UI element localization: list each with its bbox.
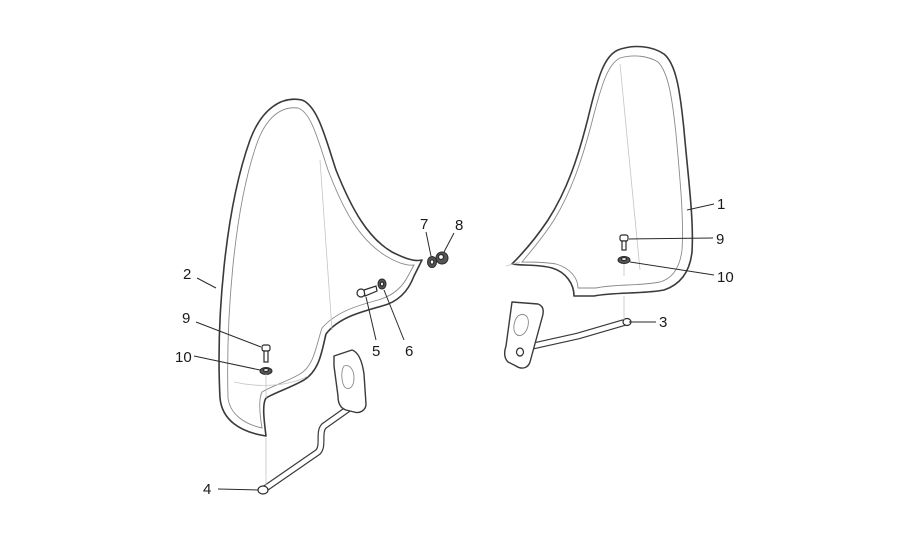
- bolt-part-5: [356, 285, 378, 298]
- callout-6: 6: [405, 343, 413, 360]
- callout-4: 4: [203, 481, 211, 498]
- right-windshield-assembly: [503, 45, 694, 369]
- spacer-part-7: [427, 256, 437, 268]
- callout-10-left: 10: [175, 349, 192, 366]
- right-bolt-part-9: [619, 234, 629, 251]
- callout-5: 5: [372, 343, 380, 360]
- callout-labels: 1 2 3 4 5 6 7 8 9 10 9 10: [175, 196, 734, 498]
- callout-1: 1: [717, 196, 725, 213]
- callout-9-right: 9: [716, 231, 724, 248]
- right-shield-part-1: [505, 45, 694, 297]
- left-windshield-assembly: [218, 98, 449, 495]
- leader-lines: [193, 203, 715, 491]
- callout-7: 7: [420, 216, 428, 233]
- callout-3: 3: [659, 314, 667, 331]
- nut-part-8: [435, 251, 449, 265]
- right-bracket-rod-part-3: [503, 301, 632, 369]
- left-bracket-rod-part-4: [257, 349, 367, 495]
- callout-8: 8: [455, 217, 463, 234]
- callout-2: 2: [183, 266, 191, 283]
- callout-10-right: 10: [717, 269, 734, 286]
- washer-part-6: [377, 278, 387, 290]
- left-shield-part-2: [218, 98, 423, 437]
- left-bolt-part-9: [261, 344, 271, 363]
- left-washer-part-10: [259, 367, 273, 375]
- callout-9-left: 9: [182, 310, 190, 327]
- right-washer-part-10: [617, 256, 631, 264]
